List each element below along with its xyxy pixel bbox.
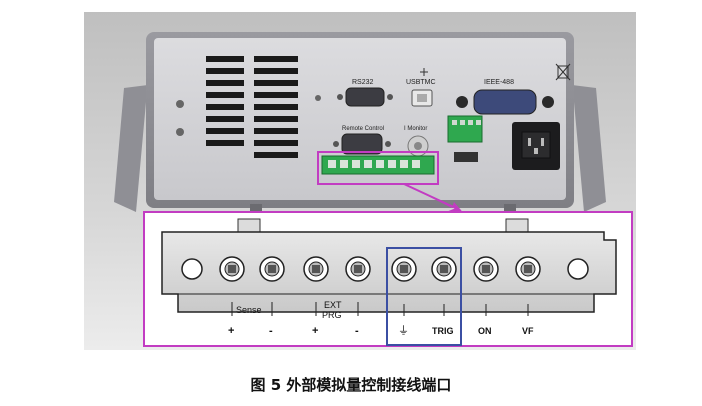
left-foot [250,204,262,212]
port-label-remote: Remote Control [342,126,384,132]
green-connector-small [447,115,483,143]
port-label-ieee: IEEE-488 [484,79,514,86]
screw [456,96,468,108]
ground-symbol: ⏚ [398,324,409,337]
mount-hole-left [181,258,203,280]
mount-hole-right [567,258,589,280]
dip-switch[interactable] [454,152,478,162]
port-label-usbtmc: USBTMC [406,79,436,86]
screw [176,100,184,108]
screw [542,96,554,108]
left-handle [114,84,156,212]
screw [385,141,391,147]
sense-plus-label: + [228,325,234,337]
right-handle [564,84,606,212]
figure-caption: 图 5 外部模拟量控制接线端口 [250,376,452,394]
remote-control-port[interactable] [341,133,383,155]
screw [176,128,184,136]
rs232-port[interactable] [345,87,385,107]
vf-label: VF [522,326,534,336]
figure: RS232 USBTMC IEEE-488 Remote Control I M… [84,12,636,350]
terminal-screw[interactable] [259,256,285,282]
weee-icon [555,63,571,81]
ext-plus-label: + [312,325,318,337]
screw [315,95,321,101]
port-label-rs232: RS232 [352,79,374,86]
callout-source-box [317,151,439,185]
terminal-top-tab [237,218,261,234]
screw [333,141,339,147]
terminal-screw[interactable] [515,256,541,282]
terminal-screw[interactable] [345,256,371,282]
sense-label: Sense [236,305,262,315]
terminal-screw[interactable] [219,256,245,282]
ext-label-1: EXT [324,300,342,310]
terminal-top-tab [505,218,529,234]
sense-minus-label: - [269,325,273,337]
usb-icon [420,68,428,76]
right-foot [504,204,516,212]
screw [387,94,393,100]
ext-minus-label: - [355,325,359,337]
port-label-imonitor: I Monitor [404,126,427,132]
vent-slots [206,56,298,158]
terminal-screw[interactable] [303,256,329,282]
on-label: ON [478,326,492,336]
screw [337,94,343,100]
terminal-screw[interactable] [473,256,499,282]
ext-label-2: PRG [322,310,342,320]
device-photo: RS232 USBTMC IEEE-488 Remote Control I M… [84,12,636,350]
trig-label: TRIG [432,326,454,336]
ieee-488-port[interactable] [473,89,537,115]
terminal-screw[interactable] [391,256,417,282]
highlight-box [386,247,462,346]
terminal-screw[interactable] [431,256,457,282]
